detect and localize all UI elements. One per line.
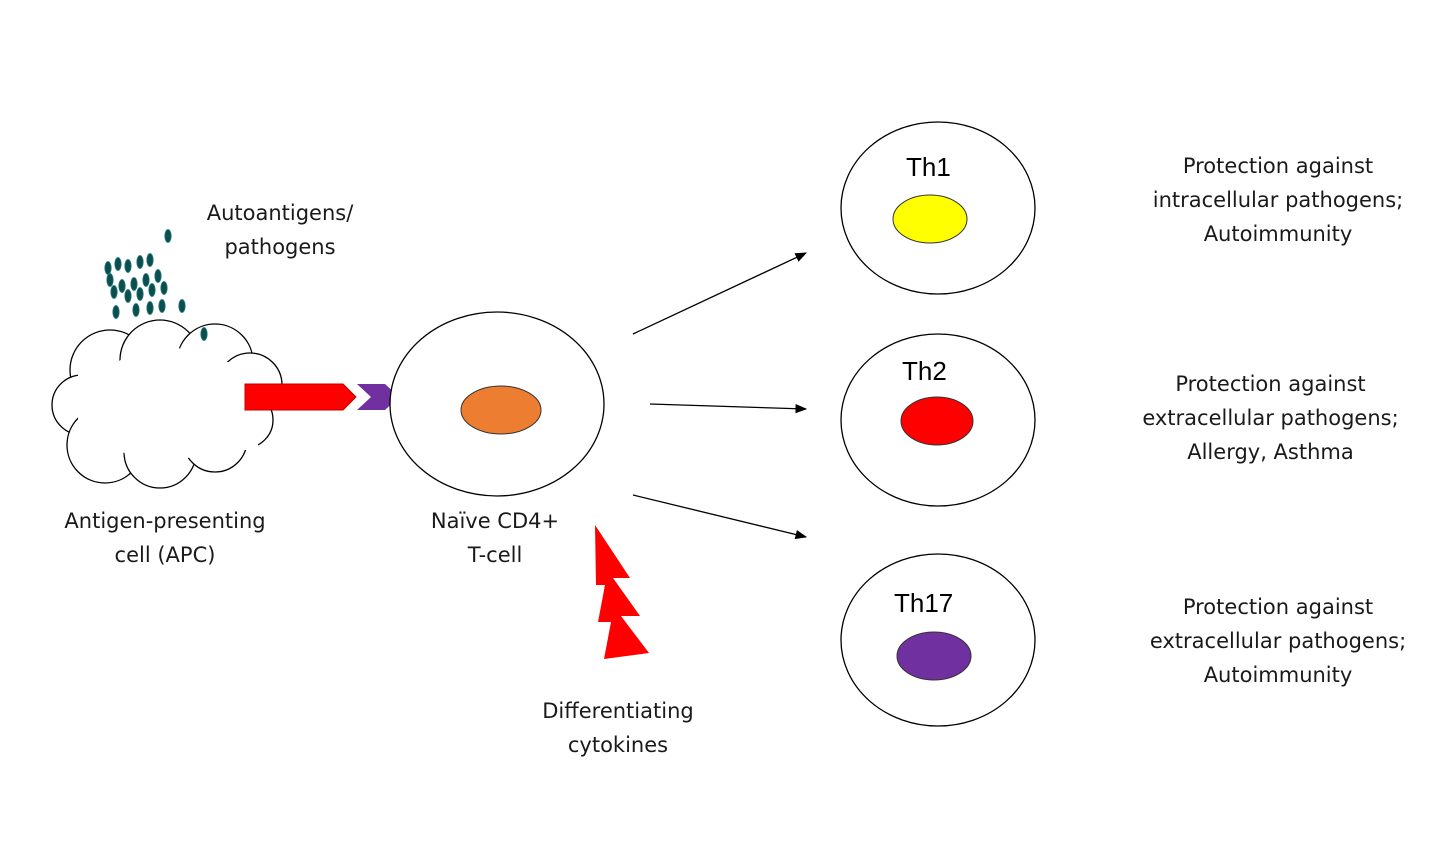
antigen-particle bbox=[124, 259, 132, 273]
antigen-particle bbox=[146, 301, 154, 315]
antigens-label: Autoantigens/ pathogens bbox=[180, 196, 380, 264]
antigen-particle bbox=[118, 279, 126, 293]
arrow-to-th2 bbox=[649, 403, 808, 414]
th2-name: Th2 bbox=[902, 356, 947, 386]
antigen-particle bbox=[154, 269, 162, 283]
apc-label-line2: cell (APC) bbox=[114, 543, 216, 567]
antigen-particle bbox=[158, 299, 166, 313]
th17-function-line2: extracellular pathogens; bbox=[1149, 629, 1407, 653]
th17-function: Protection against extracellular pathoge… bbox=[1126, 590, 1430, 692]
antigen-particle bbox=[110, 285, 118, 299]
antigen-particle bbox=[136, 255, 144, 269]
th1-function: Protection against intracellular pathoge… bbox=[1128, 149, 1428, 251]
antigen-particle bbox=[132, 303, 140, 317]
antigen-particle bbox=[148, 283, 156, 297]
antigen-particle bbox=[106, 273, 114, 287]
naive-label-line1: Naïve CD4+ bbox=[430, 509, 560, 533]
antigen-particle bbox=[178, 299, 186, 313]
th17-name: Th17 bbox=[894, 588, 954, 618]
antigen-particle bbox=[200, 327, 208, 341]
apc-label-line1: Antigen-presenting bbox=[64, 509, 266, 533]
antigen-particle bbox=[104, 261, 112, 275]
th17-nucleus bbox=[896, 631, 972, 681]
th2-cell bbox=[840, 333, 1036, 507]
th1-name: Th1 bbox=[906, 152, 951, 182]
th17-function-line1: Protection against bbox=[1182, 595, 1374, 619]
naive-label: Naïve CD4+ T-cell bbox=[400, 504, 590, 572]
antigens-label-line1: Autoantigens/ bbox=[206, 201, 354, 225]
arrow-to-th1 bbox=[632, 252, 808, 335]
th2-nucleus bbox=[900, 396, 974, 446]
naive-label-line2: T-cell bbox=[467, 543, 523, 567]
tcr-receptor-chevron bbox=[357, 384, 399, 410]
apc-label: Antigen-presenting cell (APC) bbox=[40, 504, 290, 572]
antigen-particles bbox=[104, 229, 208, 341]
cytokine-lightning-icon bbox=[595, 525, 649, 659]
antigens-label-line2: pathogens bbox=[224, 235, 336, 259]
th1-cell bbox=[840, 121, 1036, 295]
antigen-particle bbox=[164, 229, 172, 243]
antigen-presentation-arrow bbox=[244, 383, 357, 411]
antigen-particle bbox=[124, 289, 132, 303]
th1-function-line1: Protection against bbox=[1182, 154, 1374, 178]
th17-function-line3: Autoimmunity bbox=[1203, 663, 1353, 687]
cytokines-label-line2: cytokines bbox=[567, 733, 669, 757]
antigen-particle bbox=[142, 273, 150, 287]
naive-tcell-nucleus bbox=[460, 385, 542, 435]
antigen-particle bbox=[136, 287, 144, 301]
antigen-particle bbox=[114, 257, 122, 271]
cytokines-label-line1: Differentiating bbox=[542, 699, 694, 723]
antigen-particle bbox=[130, 277, 138, 291]
antigen-particle bbox=[160, 281, 168, 295]
th2-function: Protection against extracellular pathoge… bbox=[1118, 367, 1423, 469]
th2-function-line3: Allergy, Asthma bbox=[1187, 440, 1354, 464]
antigen-particle bbox=[112, 305, 120, 319]
arrow-to-th17 bbox=[632, 494, 808, 540]
th2-function-line2: extracellular pathogens; bbox=[1142, 406, 1399, 430]
th1-function-line2: intracellular pathogens; bbox=[1152, 188, 1404, 212]
th1-nucleus bbox=[892, 194, 968, 244]
th17-cell bbox=[840, 553, 1036, 727]
th1-function-line3: Autoimmunity bbox=[1203, 222, 1353, 246]
cytokines-label: Differentiating cytokines bbox=[508, 694, 728, 762]
th2-function-line1: Protection against bbox=[1175, 372, 1366, 396]
antigen-particle bbox=[146, 253, 154, 267]
apc-cloud bbox=[51, 319, 283, 489]
